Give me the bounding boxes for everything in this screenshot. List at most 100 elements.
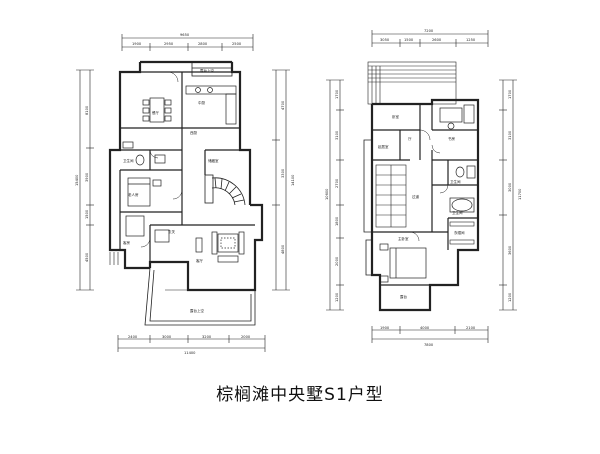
label-study: 书房	[448, 136, 456, 141]
g-dim-bottom-4: 2000	[241, 335, 251, 339]
ground-left-dimensions	[76, 69, 94, 291]
label-hall: 厅	[408, 136, 412, 141]
label-terrace-n: 露台上空	[200, 68, 214, 73]
study-furniture	[439, 104, 475, 130]
u-dim-right-1: 1700	[508, 89, 512, 99]
g-dim-right-2: 3300	[281, 168, 285, 178]
ground-door-swings	[140, 71, 183, 248]
u-dim-right-3: 3000	[508, 182, 512, 192]
g-dim-bottom-3: 3200	[202, 335, 212, 339]
label-dining: 餐厅	[152, 110, 159, 115]
label-bedroom-n: 卧室	[392, 114, 400, 119]
upper-door-swings	[409, 129, 449, 242]
u-dim-top-4: 1250	[466, 38, 476, 42]
label-bath: 卫生间	[123, 158, 134, 163]
label-corridor: 过道	[412, 194, 420, 199]
ground-bath-fixtures	[122, 141, 166, 166]
g-dim-bottom-1: 2400	[128, 335, 138, 339]
ground-walls	[108, 60, 264, 292]
g-dim-right-1: 4700	[281, 100, 285, 110]
u-dim-left-5: 2000	[335, 256, 339, 266]
upper-staircase	[375, 164, 407, 228]
g-dim-top-4: 2500	[232, 42, 242, 46]
elderly-room-bed	[127, 177, 162, 207]
u-dim-bottom-3: 2100	[466, 326, 476, 330]
closet-shelving	[449, 221, 475, 245]
u-dim-left-total: 10600	[325, 188, 329, 200]
g-dim-left-1: 8100	[85, 105, 89, 115]
u-dim-top-1: 3050	[380, 38, 390, 42]
g-dim-top-total: 9650	[180, 33, 190, 37]
ground-north-terrace	[191, 61, 233, 77]
u-dim-right-4: 3600	[508, 245, 512, 255]
u-dim-left-6: 1200	[335, 292, 339, 302]
living-room-sofa-set	[195, 231, 245, 263]
upper-north-terrace	[367, 61, 457, 105]
g-dim-bottom-2: 3000	[162, 335, 172, 339]
g-dim-right-3: 4800	[281, 244, 285, 254]
kitchen-counter	[185, 85, 237, 125]
upper-bottom-dimensions	[371, 326, 489, 343]
label-bath-n: 卫生间	[450, 179, 461, 184]
entry-steps	[109, 252, 119, 265]
guest-room-furniture	[125, 215, 170, 243]
u-dim-top-total: 7200	[424, 29, 434, 33]
upper-left-dimensions	[326, 79, 344, 311]
u-dim-bottom-total: 7800	[424, 343, 434, 347]
upper-floor-plan	[326, 30, 517, 343]
g-dim-left-3: 1500	[85, 209, 89, 219]
ground-room-labels: 露台上空 中厨 餐厅 西厨 卫生间 老人房 客房 储藏室 客厅 玄关 露台上空	[123, 68, 219, 313]
u-dim-bottom-1: 1900	[380, 326, 390, 330]
g-dim-right-total: 14100	[291, 174, 295, 186]
u-dim-top-2: 1500	[404, 38, 414, 42]
label-kitchen: 中厨	[198, 100, 205, 105]
upper-room-labels: 卧室 书房 起居室 厅 卫生间 过道 卫生间 主卧室 衣帽间 露台	[378, 114, 465, 299]
label-guest-room: 客房	[123, 240, 130, 245]
upper-dimension-texts: 3050 1500 2600 1250 7200 1900 4000 2100 …	[325, 29, 522, 347]
ground-south-terrace	[144, 267, 256, 326]
u-dim-bottom-2: 4000	[420, 326, 430, 330]
master-bed	[379, 243, 427, 283]
ground-floor-plan	[76, 34, 290, 352]
g-dim-top-2: 2950	[164, 42, 174, 46]
u-dim-left-3: 2700	[335, 178, 339, 188]
label-master-bath: 卫生间	[452, 210, 463, 215]
u-dim-left-1: 1700	[335, 89, 339, 99]
ground-top-dimensions	[121, 34, 254, 51]
upper-interior-walls	[372, 100, 478, 286]
g-dim-top-3: 2800	[198, 42, 208, 46]
upper-right-dimensions	[499, 79, 517, 311]
ground-right-dimensions	[272, 69, 290, 291]
g-dim-left-2: 3900	[85, 172, 89, 182]
ground-interior-walls	[110, 71, 255, 262]
u-dim-right-5: 1200	[508, 292, 512, 302]
upper-west-bay	[363, 139, 372, 276]
u-dim-top-3: 2600	[432, 38, 442, 42]
label-western-kitchen: 西厨	[190, 130, 197, 135]
upper-bath-fixtures	[449, 165, 476, 213]
label-elderly-room: 老人房	[128, 192, 139, 197]
g-dim-top-1: 1900	[132, 42, 142, 46]
g-dim-left-total: 15400	[75, 174, 79, 186]
label-storage: 储藏室	[208, 158, 219, 163]
label-living: 客厅	[196, 258, 203, 263]
dining-table	[142, 97, 172, 123]
ground-dimension-texts: 1900 2950 2800 2500 9650 2400 3000 3200 …	[75, 33, 295, 355]
g-dim-bottom-total: 11400	[184, 351, 196, 355]
label-master: 主卧室	[398, 236, 409, 241]
u-dim-left-2: 3100	[335, 130, 339, 140]
label-terrace-s: 露台上空	[190, 308, 204, 313]
spiral-staircase	[204, 174, 246, 206]
u-dim-right-2: 3100	[508, 130, 512, 140]
label-entry: 玄关	[168, 229, 175, 234]
ground-bottom-dimensions	[117, 335, 266, 352]
label-terrace: 露台	[400, 294, 408, 299]
u-dim-left-4: 1800	[335, 216, 339, 226]
floor-plan-caption: 棕榈滩中央墅S1户型	[216, 385, 384, 405]
g-dim-left-4: 4500	[85, 252, 89, 262]
label-lounge: 起居室	[378, 144, 389, 149]
upper-top-dimensions	[371, 30, 489, 47]
u-dim-right-total: 11700	[518, 188, 522, 200]
